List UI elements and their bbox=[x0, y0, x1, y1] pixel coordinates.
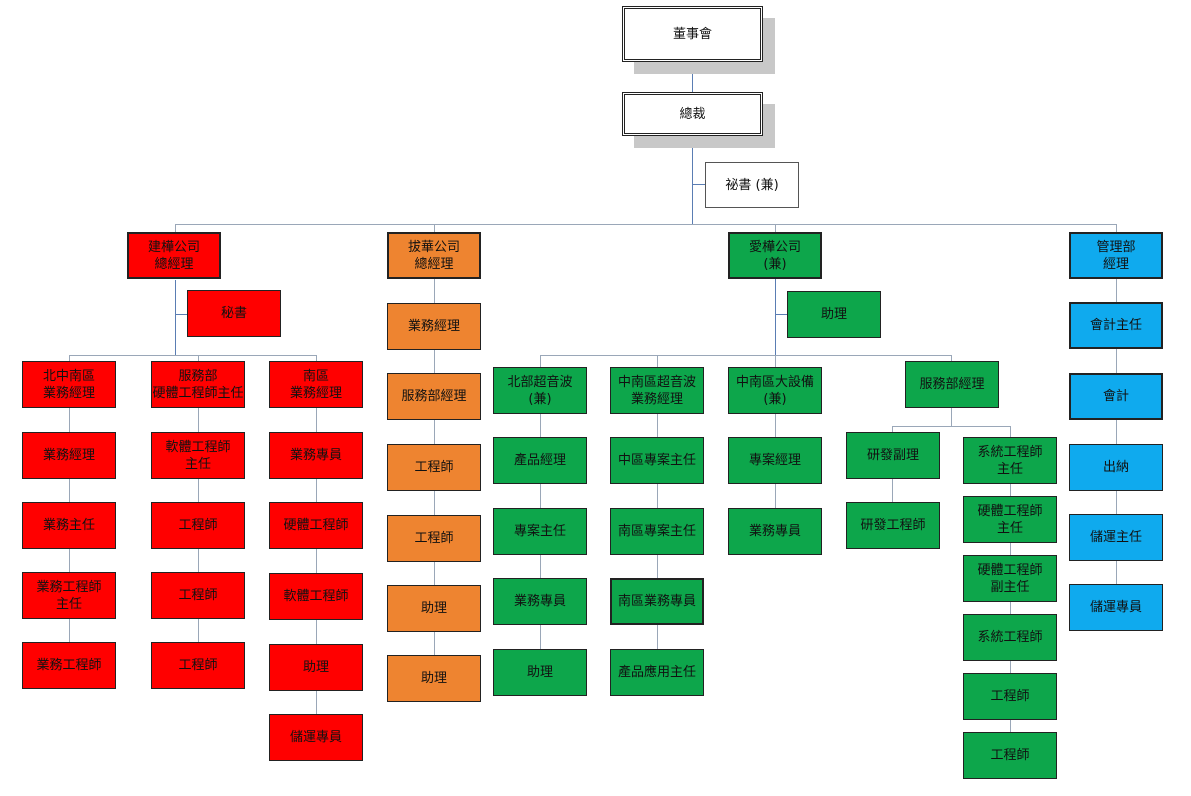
ceo-node: 總裁 bbox=[622, 92, 763, 136]
org-node: 工程師 bbox=[387, 515, 481, 562]
connector bbox=[434, 224, 435, 232]
connector bbox=[175, 314, 187, 315]
org-node: 產品經理 bbox=[493, 437, 587, 484]
connector bbox=[692, 184, 705, 185]
org-node: 南區專案主任 bbox=[610, 508, 704, 555]
connector bbox=[951, 355, 952, 363]
connector bbox=[69, 355, 317, 356]
org-node: 業務工程師 bbox=[22, 642, 116, 689]
org-node: 專案主任 bbox=[493, 508, 587, 555]
connector bbox=[692, 136, 693, 224]
org-node: 會計主任 bbox=[1069, 302, 1163, 349]
org-node: 研發工程師 bbox=[846, 502, 940, 549]
org-node: 儲運主任 bbox=[1069, 514, 1163, 561]
org-node: 會計 bbox=[1069, 373, 1163, 420]
org-node: 系統工程師 bbox=[963, 614, 1057, 661]
org-node: 硬體工程師 主任 bbox=[963, 496, 1057, 543]
org-node: 服務部 硬體工程師主任 bbox=[151, 361, 245, 408]
connector bbox=[775, 224, 776, 232]
connector bbox=[775, 314, 787, 315]
org-node: 工程師 bbox=[963, 673, 1057, 720]
connector bbox=[540, 355, 952, 356]
aihua-assistant-node: 助理 bbox=[787, 291, 881, 338]
connector bbox=[175, 224, 176, 232]
org-node: 工程師 bbox=[151, 572, 245, 619]
connector bbox=[1116, 224, 1117, 232]
secretary-node: 祕書 (兼) bbox=[705, 162, 799, 208]
admin-head-node: 管理部 經理 bbox=[1069, 232, 1163, 279]
org-node: 業務經理 bbox=[22, 432, 116, 479]
org-node: 北中南區 業務經理 bbox=[22, 361, 116, 408]
connector bbox=[775, 278, 776, 355]
org-node: 業務專員 bbox=[728, 508, 822, 555]
org-node: 軟體工程師 主任 bbox=[151, 432, 245, 479]
org-node: 系統工程師 主任 bbox=[963, 437, 1057, 484]
connector bbox=[892, 426, 1010, 427]
bahua-head-node: 拔華公司 總經理 bbox=[387, 232, 481, 279]
org-node: 工程師 bbox=[963, 732, 1057, 779]
jianwei-secretary-node: 秘書 bbox=[187, 290, 281, 337]
org-node: 儲運專員 bbox=[269, 714, 363, 761]
org-node: 中區專案主任 bbox=[610, 437, 704, 484]
org-node: 助理 bbox=[269, 644, 363, 691]
org-node: 工程師 bbox=[151, 502, 245, 549]
org-node: 中南區超音波 業務經理 bbox=[610, 367, 704, 414]
org-node: 業務經理 bbox=[387, 303, 481, 350]
org-node: 助理 bbox=[493, 649, 587, 696]
org-node: 軟體工程師 bbox=[269, 573, 363, 620]
org-node: 業務工程師 主任 bbox=[22, 572, 116, 619]
org-node: 服務部經理 bbox=[387, 373, 481, 420]
org-node: 業務專員 bbox=[269, 432, 363, 479]
aihua-service-head-node: 服務部經理 bbox=[905, 361, 999, 408]
board-node: 董事會 bbox=[622, 6, 763, 62]
connector bbox=[175, 224, 1117, 225]
org-node: 業務主任 bbox=[22, 502, 116, 549]
org-node: 工程師 bbox=[151, 642, 245, 689]
aihua-head-node: 愛樺公司 (兼) bbox=[728, 232, 822, 279]
connector bbox=[692, 62, 693, 92]
org-node: 業務專員 bbox=[493, 578, 587, 625]
org-node: 南區業務專員 bbox=[610, 578, 704, 625]
org-node: 硬體工程師 副主任 bbox=[963, 555, 1057, 602]
org-node: 助理 bbox=[387, 655, 481, 702]
org-node: 研發副理 bbox=[846, 432, 940, 479]
connector bbox=[1116, 278, 1117, 608]
org-node: 儲運專員 bbox=[1069, 584, 1163, 631]
org-node: 專案經理 bbox=[728, 437, 822, 484]
org-node: 南區 業務經理 bbox=[269, 361, 363, 408]
connector bbox=[951, 408, 952, 426]
org-node: 硬體工程師 bbox=[269, 502, 363, 549]
org-node: 工程師 bbox=[387, 444, 481, 491]
org-node: 出納 bbox=[1069, 444, 1163, 491]
org-node: 中南區大設備 (兼) bbox=[728, 367, 822, 414]
org-node: 北部超音波 (兼) bbox=[493, 367, 587, 414]
connector bbox=[175, 280, 176, 355]
org-node: 產品應用主任 bbox=[610, 649, 704, 696]
jianwei-head-node: 建樺公司 總經理 bbox=[127, 232, 221, 279]
org-node: 助理 bbox=[387, 585, 481, 632]
